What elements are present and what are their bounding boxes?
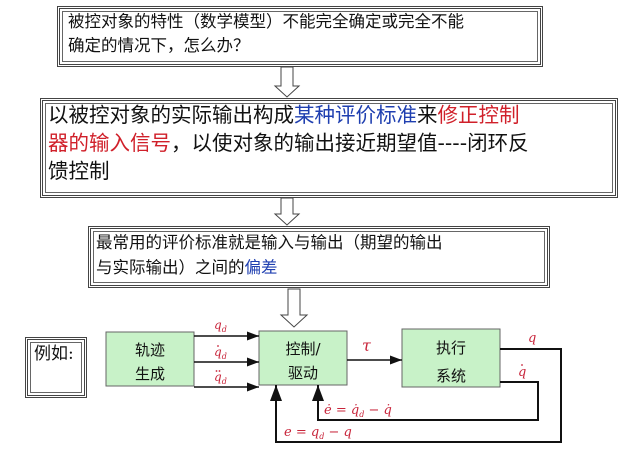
down-arrow-3: [279, 288, 309, 328]
actuator-block-label-1: 执行: [436, 339, 466, 357]
question-box: [57, 6, 543, 67]
e-equation: e = qd − q: [284, 425, 352, 441]
controller-block-label-2: 驱动: [288, 364, 318, 382]
deviation-line-2: 与实际输出）之间的偏差: [96, 256, 278, 280]
closed-loop-line-2: 器的输入信号，以使对象的输出接近期望值----闭环反: [48, 129, 529, 159]
tau-label: τ: [362, 336, 372, 355]
actuator-block-label-2: 系统: [436, 367, 466, 385]
closed-loop-text: ，以使对象的输出接近期望值----闭环反: [171, 131, 529, 155]
deviation-box: [88, 226, 550, 288]
trajectory-block-label-2: 生成: [135, 365, 165, 383]
actuator-system-block: [401, 328, 501, 388]
deviation-text: 与实际输出）之间的: [96, 258, 245, 277]
edot-equation: ė = q̇d − q̇: [324, 403, 392, 419]
qd-ddot-label: qd: [214, 370, 227, 386]
trajectory-generation-block: [105, 331, 195, 387]
controller-block-label-1: 控制/: [285, 340, 321, 358]
closed-loop-text: 来: [417, 103, 438, 127]
example-box: [25, 337, 87, 398]
deviation-line-1: 最常用的评价标准就是输入与输出（期望的输出: [96, 233, 443, 252]
closed-loop-line-1: 以被控对象的实际输出构成某种评价标准来修正控制: [48, 101, 520, 131]
trajectory-block-label-1: 轨迹: [135, 341, 165, 359]
controller-drive-block: [258, 330, 348, 386]
qd-ddot-mark: [215, 370, 218, 372]
qd-dot-mark: [217, 345, 219, 347]
input-signal-highlight: 器的输入信号: [48, 131, 171, 155]
question-line-1: 被控对象的特性（数学模型）不能完全确定或完全不能: [68, 12, 464, 31]
qd-label: qd: [214, 318, 227, 334]
down-arrow-1: [273, 66, 301, 98]
closed-loop-line-3: 馈控制: [48, 159, 110, 183]
question-line-2: 确定的情况下，怎么办？: [68, 36, 250, 55]
down-arrow-2: [273, 197, 301, 226]
qdot-output-mark: [521, 364, 523, 366]
evaluation-standard-highlight: 某种评价标准: [294, 103, 417, 127]
closed-loop-text: 以被控对象的实际输出构成: [48, 103, 294, 127]
q-output-label: q: [528, 331, 536, 346]
deviation-highlight: 偏差: [244, 258, 278, 277]
q-feedback-line: [270, 348, 562, 443]
correct-controller-highlight: 修正控制: [437, 103, 520, 127]
example-label: 例如:: [34, 344, 74, 364]
qd-ddot-mark: [218, 370, 221, 372]
qdot-output-label: q: [518, 365, 526, 380]
closed-loop-box: [40, 98, 618, 198]
qdot-feedback-line: [312, 381, 539, 421]
qd-dot-label: qd: [214, 345, 227, 361]
